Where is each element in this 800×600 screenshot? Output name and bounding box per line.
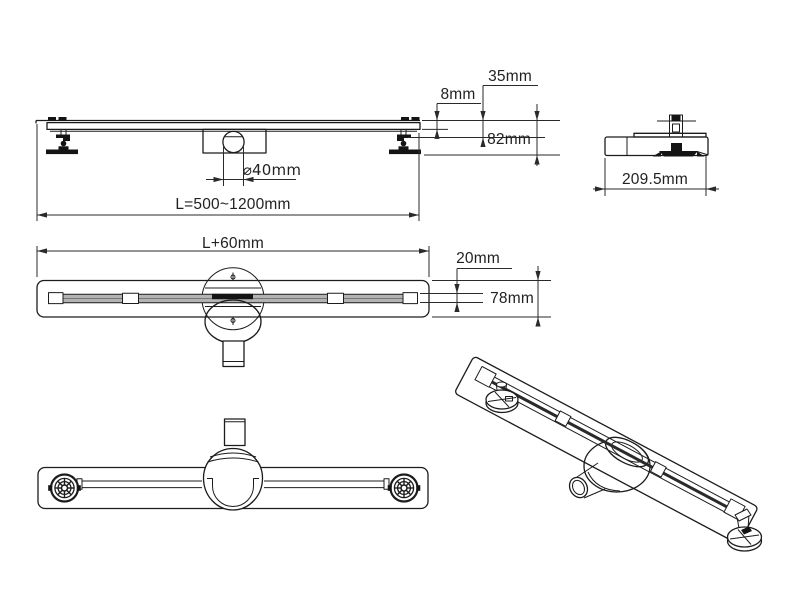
dim-l-plus-60-label: L+60mm xyxy=(202,235,264,252)
outlet-box xyxy=(202,128,267,154)
plan-view: L+60mm 20mm 78mm xyxy=(36,235,551,368)
end-view-foot xyxy=(652,114,705,157)
adjustable-foot xyxy=(46,130,78,155)
foot-base xyxy=(48,473,81,503)
anchor-tabs xyxy=(48,117,420,121)
dim-8mm-label: 8mm xyxy=(440,86,475,103)
dim-diameter-40mm-label: ⌀40mm xyxy=(243,161,301,179)
side-view: 35mm 8mm 82mm ⌀40mm L=500~1200mm xyxy=(35,68,560,221)
drain-trap xyxy=(202,418,264,511)
dim-20mm-label: 20mm xyxy=(456,250,500,267)
dim-82mm-label: 82mm xyxy=(487,131,531,148)
drain-trap xyxy=(568,436,651,499)
dim-35mm-label: 35mm xyxy=(488,68,532,85)
end-view: 209.5mm xyxy=(593,114,719,196)
dim-78mm-label: 78mm xyxy=(490,290,534,307)
bottom-view xyxy=(37,418,429,511)
channel-plate xyxy=(455,356,758,544)
drain-slot xyxy=(48,292,418,305)
dimension-lines xyxy=(593,156,719,196)
dim-length-range-label: L=500~1200mm xyxy=(175,196,290,213)
dimension-lines xyxy=(36,246,551,327)
dimension-lines xyxy=(36,85,560,221)
dim-209-5mm-label: 209.5mm xyxy=(622,171,688,188)
adjustable-foot xyxy=(726,508,763,552)
perspective-view xyxy=(455,356,763,552)
drain-trap xyxy=(204,299,262,368)
adjustable-foot xyxy=(485,381,519,414)
support-rails xyxy=(76,478,390,490)
